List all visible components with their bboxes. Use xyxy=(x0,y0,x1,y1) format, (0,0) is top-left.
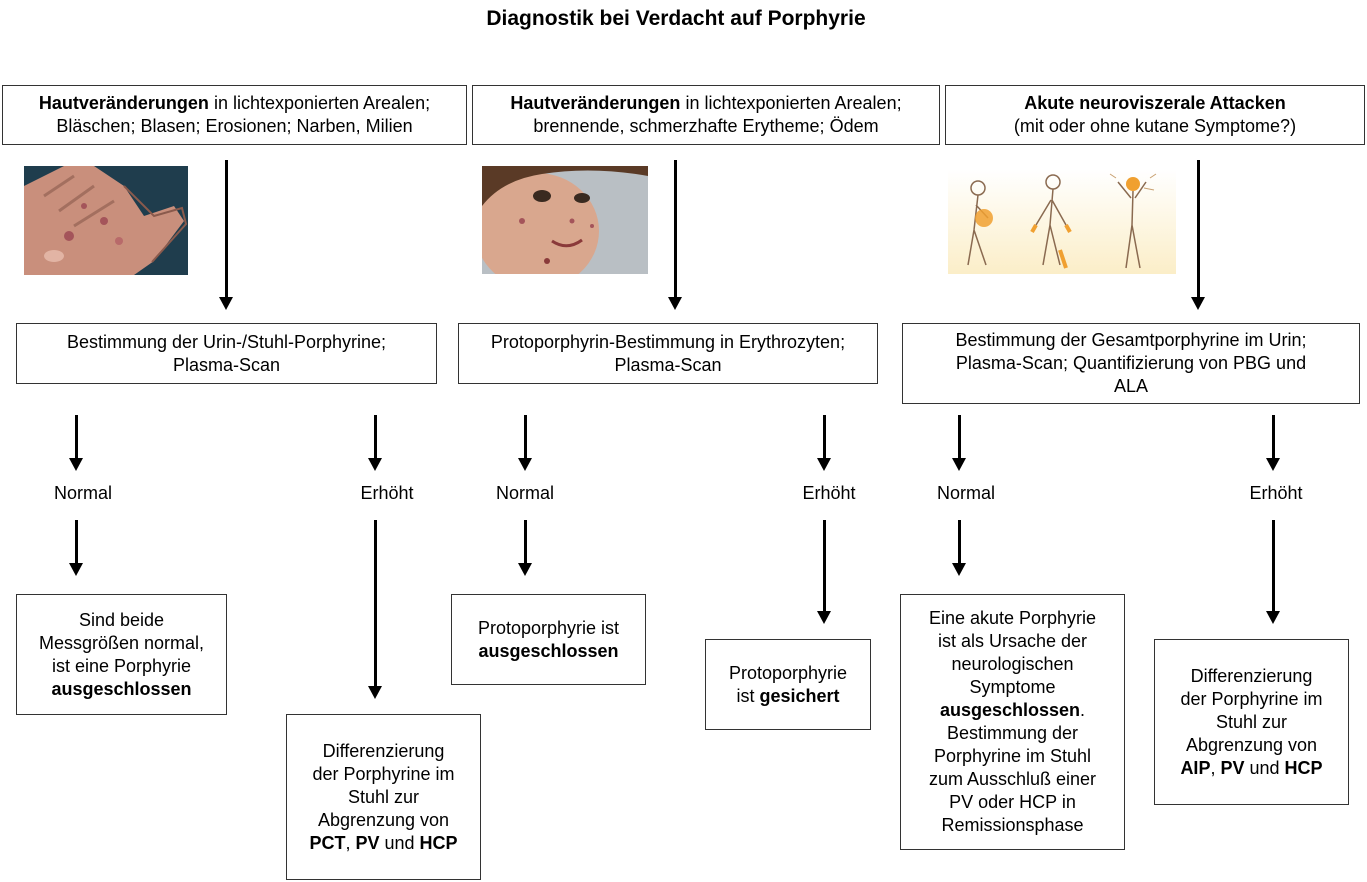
result-bold: PV xyxy=(1220,757,1245,778)
result-text: , xyxy=(1210,757,1221,778)
header-text: (mit oder ohne kutane Symptome?) xyxy=(1013,116,1297,136)
flow-arrow xyxy=(69,415,83,471)
header-bold: Hautveränderungen xyxy=(38,93,209,113)
elevated-label: Erhöht xyxy=(1249,483,1303,503)
result-text: Remissionsphase xyxy=(941,815,1084,835)
header-text: brennende, schmerzhafte Erytheme; Ödem xyxy=(533,116,879,136)
flow-arrow xyxy=(69,520,83,576)
test-text: Protoporphyrin-Bestimmung in Erythrozyte… xyxy=(490,331,846,352)
result-text: Stuhl zur xyxy=(1215,711,1288,732)
header-skin-erythema: Hautveränderungen in lichtexponierten Ar… xyxy=(472,85,940,145)
header-skin-blisters: Hautveränderungen in lichtexponierten Ar… xyxy=(2,85,467,145)
normal-label: Normal xyxy=(495,483,554,503)
child-face-photo xyxy=(482,166,648,274)
header-acute-attacks: Akute neuroviszerale Attacken (mit oder … xyxy=(945,85,1365,145)
flow-arrow xyxy=(952,520,966,576)
test-protoporphyrin: Protoporphyrin-Bestimmung in Erythrozyte… xyxy=(458,323,878,384)
result-text: Sind beide xyxy=(78,609,165,630)
result-text: der Porphyrine im xyxy=(1180,688,1323,709)
result-text: ist als Ursache der xyxy=(937,631,1088,651)
result-bold: PCT xyxy=(309,832,346,853)
test-text: Plasma-Scan xyxy=(614,354,722,375)
flow-arrow xyxy=(518,415,532,471)
result-bold: AIP xyxy=(1180,757,1211,778)
result-bold: HCP xyxy=(419,832,458,853)
result-text: Protoporphyrie ist xyxy=(477,617,620,638)
result-bold: ausgeschlossen xyxy=(51,678,192,699)
test-text: Bestimmung der Urin-/Stuhl-Porphyrine; xyxy=(66,331,387,352)
result-text: Stuhl zur xyxy=(347,786,420,807)
hand-skin-lesions-photo xyxy=(24,166,188,275)
result-text: . xyxy=(1080,700,1086,720)
elevated-label: Erhöht xyxy=(360,483,414,503)
result-bold: HCP xyxy=(1284,757,1323,778)
figures-illustration xyxy=(948,170,1176,274)
test-text: Plasma-Scan xyxy=(172,354,281,375)
flow-arrow xyxy=(1266,520,1280,624)
result-text: Messgrößen normal, xyxy=(38,632,205,653)
flow-arrow xyxy=(518,520,532,576)
result-text: Differenzierung xyxy=(1190,665,1313,686)
flow-arrow xyxy=(368,415,382,471)
result-text: , xyxy=(345,832,356,853)
result-text: PV oder HCP in xyxy=(949,792,1076,812)
page-title: Diagnostik bei Verdacht auf Porphyrie xyxy=(486,7,866,30)
result-bold: ausgeschlossen xyxy=(939,700,1081,720)
header-bold: Akute neuroviszerale Attacken xyxy=(1024,93,1286,113)
result-text: Abgrenzung von xyxy=(317,809,450,830)
flow-arrow xyxy=(817,520,831,624)
header-bold: Hautveränderungen xyxy=(510,93,681,113)
header-text: in lichtexponierten Arealen; xyxy=(208,93,431,113)
result-text: Eine akute Porphyrie xyxy=(928,608,1097,628)
result-text: der Porphyrine im xyxy=(312,763,455,784)
flow-arrow xyxy=(219,160,233,310)
result-text: Differenzierung xyxy=(322,740,445,761)
hand-illustration xyxy=(24,166,188,275)
normal-label: Normal xyxy=(936,483,995,503)
test-text: Bestimmung der Gesamtporphyrine im Urin; xyxy=(955,330,1307,350)
result-protoporphyria-confirmed: Protoporphyrie ist gesichert xyxy=(705,639,871,730)
result-text: neurologischen xyxy=(951,654,1074,674)
result-text: Bestimmung der xyxy=(946,723,1079,743)
header-text: Bläschen; Blasen; Erosionen; Narben, Mil… xyxy=(56,116,413,136)
test-total-porphyrins: Bestimmung der Gesamtporphyrine im Urin;… xyxy=(902,323,1360,404)
flow-arrow xyxy=(952,415,966,471)
result-differentiation-aip: Differenzierung der Porphyrine im Stuhl … xyxy=(1154,639,1349,805)
flow-arrow xyxy=(368,520,382,699)
result-bold: ausgeschlossen xyxy=(478,640,619,661)
result-text: zum Ausschluß einer xyxy=(928,769,1097,789)
test-text: ALA xyxy=(1113,376,1149,396)
result-text: Protoporphyrie xyxy=(728,662,848,683)
result-text: und xyxy=(1244,757,1285,778)
result-acute-porphyria-excluded: Eine akute Porphyrie ist als Ursache der… xyxy=(900,594,1125,850)
flow-arrow xyxy=(817,415,831,471)
normal-label: Normal xyxy=(53,483,112,503)
result-text: Symptome xyxy=(969,677,1056,697)
result-protoporphyria-excluded: Protoporphyrie ist ausgeschlossen xyxy=(451,594,646,685)
elevated-label: Erhöht xyxy=(802,483,856,503)
result-bold: PV xyxy=(355,832,380,853)
result-text: Porphyrine im Stuhl xyxy=(933,746,1092,766)
result-differentiation-pct: Differenzierung der Porphyrine im Stuhl … xyxy=(286,714,481,880)
child-illustration xyxy=(482,166,648,274)
result-text: Abgrenzung von xyxy=(1185,734,1318,755)
test-text: Plasma-Scan; Quantifizierung von PBG und xyxy=(955,353,1307,373)
flow-arrow xyxy=(1191,160,1205,310)
result-text: und xyxy=(379,832,420,853)
flow-arrow xyxy=(1266,415,1280,471)
result-porphyria-excluded: Sind beide Messgrößen normal, ist eine P… xyxy=(16,594,227,715)
flow-arrow xyxy=(668,160,682,310)
result-text: ist eine Porphyrie xyxy=(51,655,192,676)
result-bold: gesichert xyxy=(759,685,840,706)
neurovisceral-attack-figures xyxy=(948,170,1176,274)
test-urine-stool-porphyrins: Bestimmung der Urin-/Stuhl-Porphyrine; P… xyxy=(16,323,437,384)
header-text: in lichtexponierten Arealen; xyxy=(680,93,902,113)
result-text: ist xyxy=(736,685,760,706)
